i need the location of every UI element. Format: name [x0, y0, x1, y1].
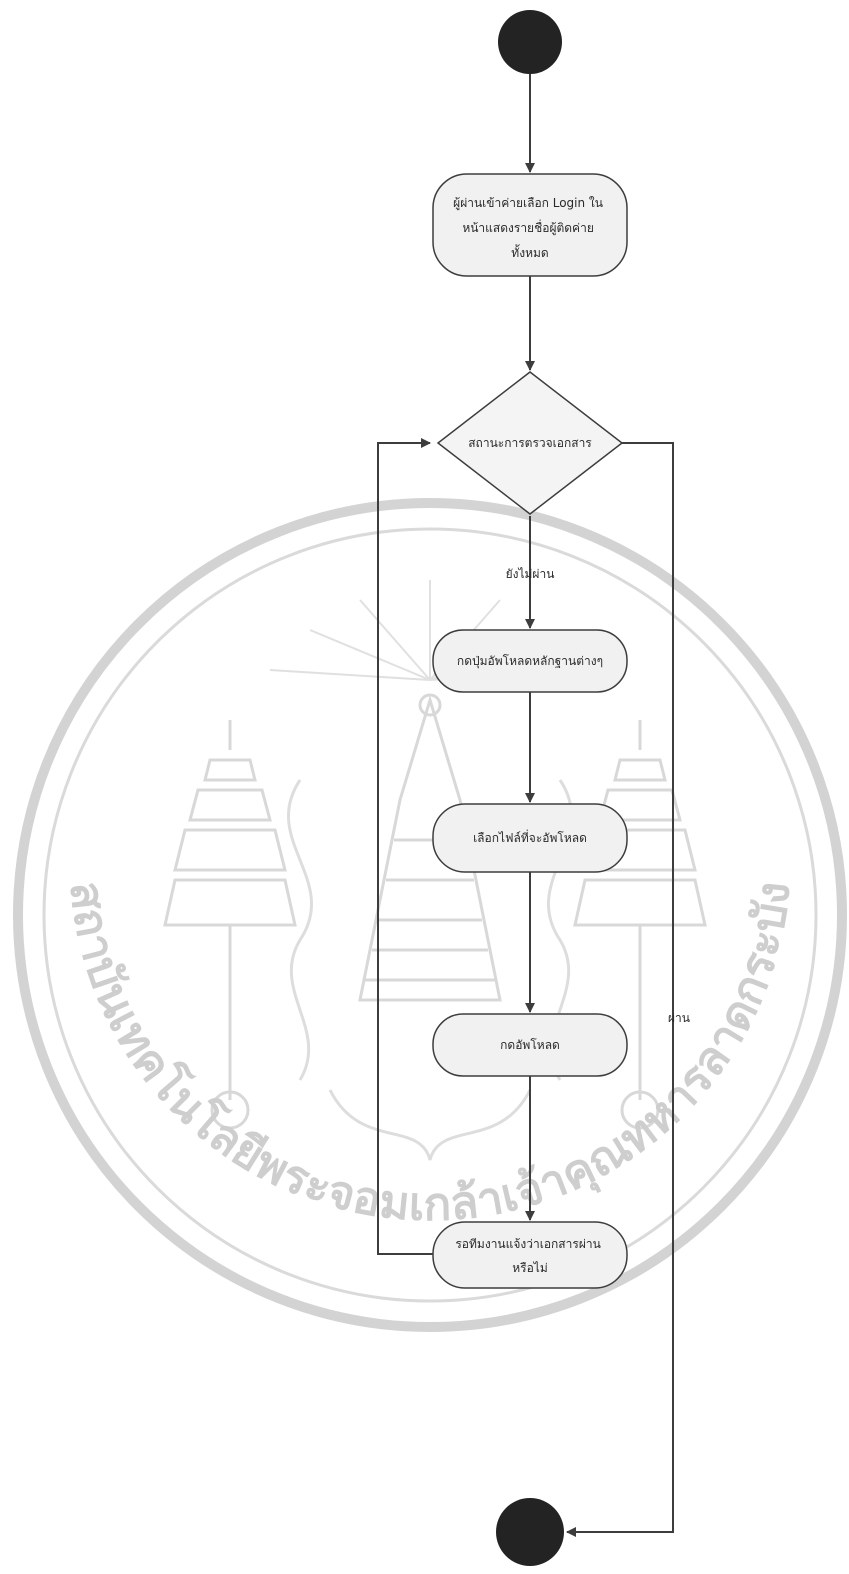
watermark-seal: สถาบันเทคโนโลยีพระจอมเกล้าเจ้าคุณทหารลาด… — [18, 503, 842, 1327]
login-line-1: ผู้ผ่านเข้าค่ายเลือก Login ใน — [453, 196, 603, 211]
activity-upload: กดอัพโหลด — [433, 1014, 627, 1076]
login-line-2: หน้าแสดงรายชื่อผู้ติดค่าย — [462, 219, 594, 236]
edge-passed-to-end — [567, 443, 673, 1532]
decision-label: สถานะการตรวจเอกสาร — [468, 436, 592, 450]
label-passed: ผ่าน — [668, 1011, 690, 1025]
wait-line-2: หรือไม่ — [512, 1261, 548, 1275]
decision-document-status: สถานะการตรวจเอกสาร — [438, 372, 622, 514]
upload-button-label: กดปุ่มอัพโหลดหลักฐานต่างๆ — [457, 654, 603, 669]
activity-login: ผู้ผ่านเข้าค่ายเลือก Login ใน หน้าแสดงรา… — [433, 174, 627, 276]
activity-select-file: เลือกไฟล์ที่จะอัพโหลด — [433, 804, 627, 872]
wait-line-1: รอทีมงานแจ้งว่าเอกสารผ่าน — [455, 1237, 600, 1251]
select-file-label: เลือกไฟล์ที่จะอัพโหลด — [473, 829, 587, 845]
login-line-3: ทั้งหมด — [511, 244, 548, 260]
label-not-passed: ยังไม่ผ่าน — [506, 567, 555, 581]
activity-press-upload-evidence: กดปุ่มอัพโหลดหลักฐานต่างๆ — [433, 630, 627, 692]
activity-wait-for-team: รอทีมงานแจ้งว่าเอกสารผ่าน หรือไม่ — [433, 1222, 627, 1288]
watermark-text: สถาบันเทคโนโลยีพระจอมเกล้าเจ้าคุณทหารลาด… — [60, 879, 801, 1231]
end-node — [496, 1498, 564, 1566]
upload-label: กดอัพโหลด — [500, 1038, 560, 1052]
start-node — [498, 10, 562, 74]
